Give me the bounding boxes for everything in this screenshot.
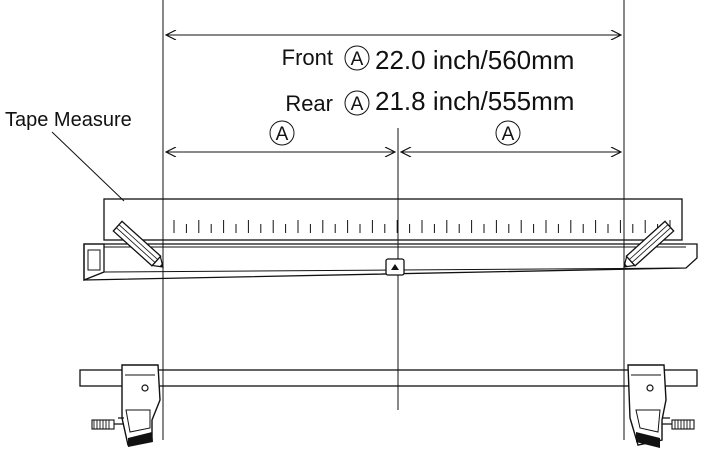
left-half-marker: A — [269, 120, 295, 146]
pencil-icon — [623, 220, 675, 268]
front-value: 22.0 inch/560mm — [375, 45, 574, 75]
front-circle-marker: A — [344, 45, 370, 71]
tape-measure-label: Tape Measure — [5, 109, 132, 131]
rear-marker-letter: A — [351, 94, 364, 115]
tape-measure — [103, 198, 683, 241]
front-label: Front — [282, 45, 333, 70]
roof-rack-foot-icon — [91, 364, 161, 447]
tape-ticks — [173, 220, 671, 233]
right-half-marker: A — [495, 120, 521, 146]
front-marker-letter: A — [351, 49, 364, 70]
rear-circle-marker: A — [344, 90, 370, 116]
left-half-marker-letter: A — [276, 124, 289, 145]
right-half-marker-letter: A — [502, 124, 515, 145]
roof-rack-foot-icon — [627, 364, 695, 448]
rear-label: Rear — [285, 91, 333, 116]
roof-rack-bar — [79, 369, 698, 387]
tape-measure-leader — [51, 131, 125, 202]
pencil-icon — [112, 220, 164, 268]
center-mark-icon — [385, 258, 405, 276]
rear-value: 21.8 inch/555mm — [375, 86, 574, 116]
